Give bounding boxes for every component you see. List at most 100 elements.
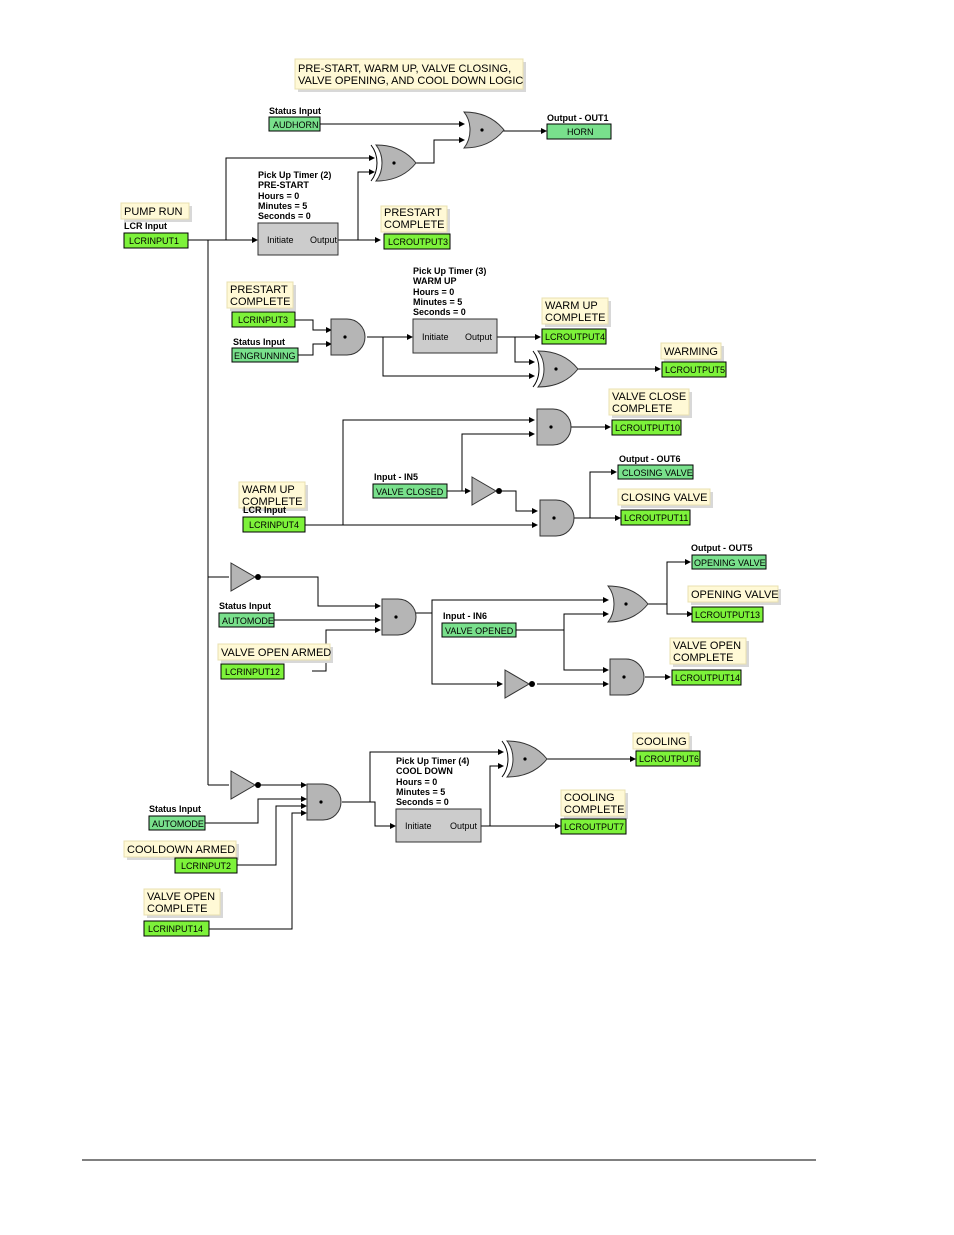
note-opening-valve: OPENING VALVE (687, 585, 781, 605)
svg-text:LCROUTPUT14: LCROUTPUT14 (675, 673, 740, 683)
timer3-label: WARM UP (413, 276, 457, 286)
timer-pre-start: Pick Up Timer (2) PRE-START Hours = 0 Mi… (257, 170, 339, 256)
svg-text:LCROUTPUT5: LCROUTPUT5 (665, 365, 725, 375)
timer3-hours: Hours = 0 (413, 287, 454, 297)
svg-text:COMPLETE: COMPLETE (242, 496, 303, 508)
io-lcroutput6: LCROUTPUT6 (635, 750, 701, 767)
timer4-minutes: Minutes = 5 (396, 787, 445, 797)
and-gate-valve-open (381, 598, 417, 636)
svg-text:LCROUTPUT6: LCROUTPUT6 (639, 754, 699, 764)
and-gate-valve-open-complete (609, 658, 645, 696)
caption-lcr-input: LCR Input (243, 505, 286, 515)
caption-output-out1: Output - OUT1 (547, 113, 609, 123)
io-closing-valve: CLOSING VALVE (617, 464, 694, 480)
io-audhorn: AUDHORN (268, 116, 321, 132)
svg-text:VALVE OPENED: VALVE OPENED (445, 626, 514, 636)
svg-text:AUDHORN: AUDHORN (273, 120, 319, 130)
note-valve-close-complete: VALVE CLOSE COMPLETE (608, 388, 692, 418)
wires (188, 121, 693, 930)
svg-text:LCROUTPUT10: LCROUTPUT10 (615, 423, 680, 433)
note-cooling: COOLING (632, 732, 692, 752)
svg-text:VALVE OPEN: VALVE OPEN (673, 640, 741, 652)
svg-text:HORN: HORN (567, 127, 594, 137)
or-gate-opening-valve (607, 585, 649, 623)
notes: PUMP RUN PRESTART COMPLETE PRESTART COMP… (120, 202, 781, 918)
timer2-output: Output (310, 235, 338, 245)
io-lcrinput1: LCRINPUT1 (123, 232, 189, 249)
svg-text:LCROUTPUT11: LCROUTPUT11 (624, 513, 688, 523)
io-lcrinput2: LCRINPUT2 (174, 857, 238, 874)
caption-status-input: Status Input (149, 804, 201, 814)
svg-text:COOLDOWN ARMED: COOLDOWN ARMED (127, 844, 235, 856)
svg-text:COOLING: COOLING (636, 736, 687, 748)
note-valve-open-complete-in: VALVE OPEN COMPLETE (143, 888, 223, 918)
timer4-name: Pick Up Timer (4) (396, 756, 469, 766)
timer3-name: Pick Up Timer (3) (413, 266, 486, 276)
svg-text:VALVE CLOSED: VALVE CLOSED (376, 487, 444, 497)
svg-text:OPENING VALVE: OPENING VALVE (691, 589, 779, 601)
timer4-hours: Hours = 0 (396, 777, 437, 787)
svg-text:PRESTART: PRESTART (230, 284, 288, 296)
svg-text:PUMP RUN: PUMP RUN (124, 206, 183, 218)
xor-gate-cooling (501, 740, 548, 778)
io-lcroutput11: LCROUTPUT11 (620, 509, 691, 526)
timer4-seconds: Seconds = 0 (396, 797, 449, 807)
svg-text:COMPLETE: COMPLETE (564, 804, 625, 816)
timer-warm-up: Pick Up Timer (3) WARM UP Hours = 0 Minu… (412, 266, 498, 354)
io-horn: HORN (546, 123, 612, 140)
title-line-1: PRE-START, WARM UP, VALVE CLOSING, (298, 63, 511, 75)
svg-text:WARM UP: WARM UP (242, 484, 295, 496)
svg-text:COMPLETE: COMPLETE (147, 903, 208, 915)
caption-input-in6: Input - IN6 (443, 611, 487, 621)
timer4-block (395, 808, 482, 843)
note-cooldown-armed: COOLDOWN ARMED (123, 840, 239, 860)
io-lcrinput14: LCRINPUT14 (143, 920, 210, 937)
xor-gate-warming (532, 350, 579, 388)
not-gate-valve-closed (471, 476, 503, 506)
io-lcroutput3: LCROUTPUT3 (383, 233, 451, 250)
svg-text:LCROUTPUT13: LCROUTPUT13 (695, 610, 760, 620)
timer2-name: Pick Up Timer (2) (258, 170, 331, 180)
note-cooling-complete: COOLING COMPLETE (560, 789, 628, 819)
io-lcrinput12: LCRINPUT12 (220, 663, 285, 680)
not-gate-automode-2 (230, 770, 262, 800)
note-pump-run: PUMP RUN (120, 202, 192, 222)
and-gate-closing-valve (539, 499, 575, 537)
title-line-2: VALVE OPENING, AND COOL DOWN LOGIC (298, 75, 523, 87)
timer2-minutes: Minutes = 5 (258, 201, 307, 211)
svg-text:AUTOMODE: AUTOMODE (222, 616, 274, 626)
io-lcroutput13: LCROUTPUT13 (691, 606, 764, 623)
timer4-output: Output (450, 821, 478, 831)
svg-text:VALVE OPEN: VALVE OPEN (147, 891, 215, 903)
svg-text:LCRINPUT14: LCRINPUT14 (148, 924, 203, 934)
io-lcroutput5: LCROUTPUT5 (661, 361, 727, 378)
not-gate-valve-opened (504, 669, 536, 699)
io-valve-closed: VALVE CLOSED (372, 483, 448, 499)
caption-output-out5: Output - OUT5 (691, 543, 753, 553)
and-gate-cooldown (306, 783, 342, 821)
svg-text:LCRINPUT4: LCRINPUT4 (249, 520, 299, 530)
timer2-seconds: Seconds = 0 (258, 211, 311, 221)
timer3-minutes: Minutes = 5 (413, 297, 462, 307)
captions: Status Input Output - OUT1 LCR Input Sta… (124, 106, 753, 814)
svg-text:ENGRUNNING: ENGRUNNING (234, 351, 296, 361)
io-opening-valve: OPENING VALVE (691, 554, 767, 570)
svg-text:COMPLETE: COMPLETE (612, 403, 673, 415)
svg-text:LCROUTPUT7: LCROUTPUT7 (564, 822, 624, 832)
svg-text:LCRINPUT12: LCRINPUT12 (225, 667, 280, 677)
note-warm-up-complete-in: WARM UP COMPLETE (238, 481, 308, 511)
io-engrunning: ENGRUNNING (231, 347, 299, 363)
and-gate-valve-close-complete (536, 408, 572, 446)
svg-text:AUTOMODE: AUTOMODE (152, 819, 204, 829)
io-lcroutput7: LCROUTPUT7 (560, 818, 627, 835)
and-gate-warmup (330, 318, 366, 356)
caption-output-out6: Output - OUT6 (619, 454, 681, 464)
svg-text:LCRINPUT1: LCRINPUT1 (129, 236, 179, 246)
note-warm-up-complete-out: WARM UP COMPLETE (541, 297, 611, 327)
timer3-output: Output (465, 332, 493, 342)
svg-text:COMPLETE: COMPLETE (673, 652, 734, 664)
svg-text:LCRINPUT3: LCRINPUT3 (238, 315, 288, 325)
svg-text:VALVE OPEN ARMED: VALVE OPEN ARMED (221, 647, 331, 659)
diagram-title: PRE-START, WARM UP, VALVE CLOSING, VALVE… (294, 58, 526, 92)
